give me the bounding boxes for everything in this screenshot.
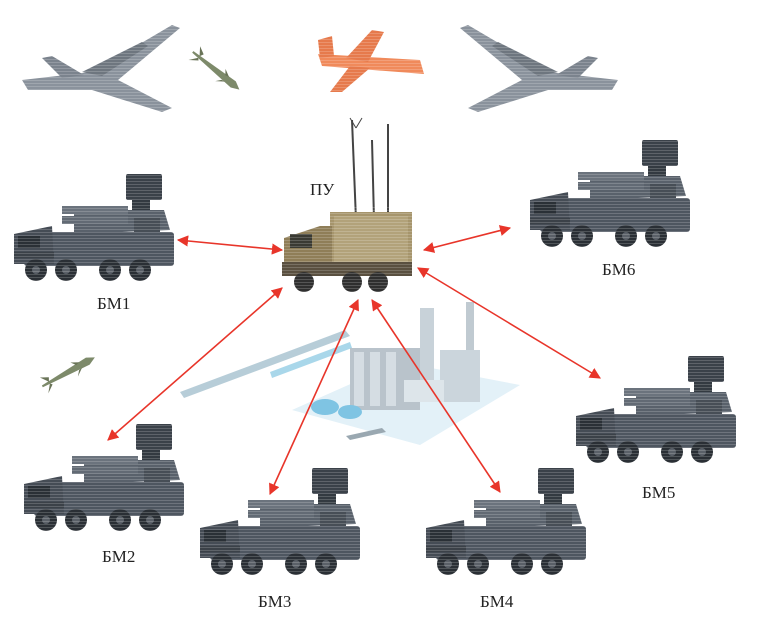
bm5-vehicle-icon: [576, 354, 736, 464]
fighter-jet-left-icon: [22, 20, 182, 115]
command-post-label: ПУ: [310, 180, 335, 199]
arrow-pu-bm4: [371, 299, 501, 493]
fighter-jet-right-icon: [458, 20, 618, 115]
command-truck-icon: [282, 117, 414, 294]
bm3-label: БМ3: [258, 592, 292, 611]
bm6-label: БМ6: [602, 260, 636, 279]
arrow-pu-bm2: [107, 287, 283, 441]
bm2-vehicle-icon: [24, 422, 184, 532]
bm5-label: БМ5: [642, 483, 676, 502]
bm1-vehicle-icon: [14, 172, 174, 282]
bm4-label: БМ4: [480, 592, 514, 611]
bm3-vehicle-icon: [200, 466, 360, 576]
drone-icon: [318, 30, 426, 94]
missile-top-icon: [187, 44, 245, 98]
industrial-facility-icon: [180, 302, 520, 445]
bm6-vehicle-icon: [530, 138, 690, 248]
arrow-pu-bm3: [269, 298, 359, 496]
bm1-label: БМ1: [97, 294, 131, 313]
missile-left-icon: [38, 350, 100, 395]
arrow-pu-bm5: [417, 267, 601, 379]
communication-links: [107, 225, 601, 496]
bm2-label: БМ2: [102, 547, 136, 566]
arrow-pu-bm6: [422, 225, 512, 253]
arrow-pu-bm1: [176, 235, 284, 255]
bm4-vehicle-icon: [426, 466, 586, 576]
